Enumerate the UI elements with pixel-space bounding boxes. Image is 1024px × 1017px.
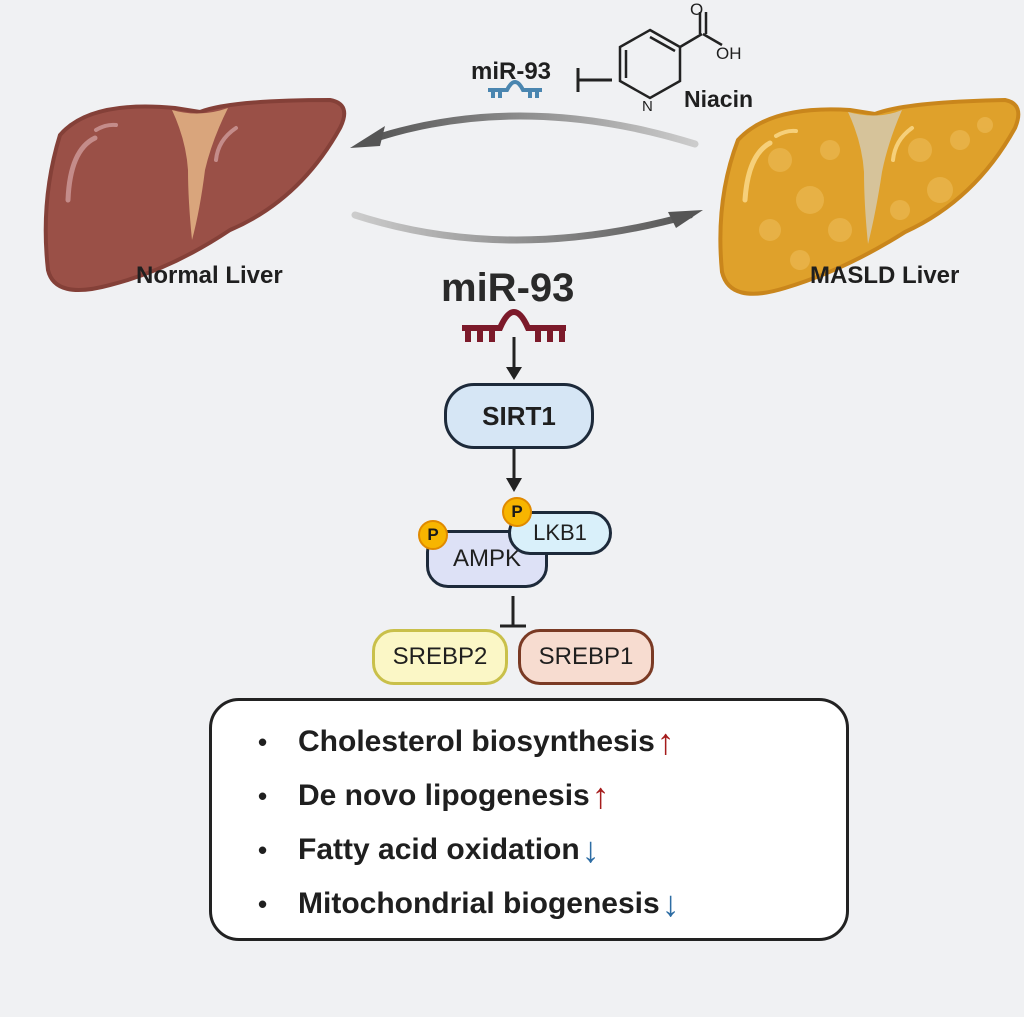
effect-item-mitochondrial: • Mitochondrial biogenesis ↓ <box>258 883 680 925</box>
mirna-label-large: miR-93 <box>441 266 575 310</box>
niacin-molecule <box>618 12 723 100</box>
effect-text: De novo lipogenesis <box>298 779 590 812</box>
up-arrow-icon: ↑ <box>656 721 675 762</box>
lkb1-label: LKB1 <box>533 520 587 545</box>
srebp2-node: SREBP2 <box>372 629 508 685</box>
inhibition-bar-niacin <box>576 68 612 92</box>
metabolic-effects-box: • Cholesterol biosynthesis ↑ • De novo l… <box>209 698 849 941</box>
down-arrow-icon: ↓ <box>581 829 600 870</box>
effect-item-cholesterol: • Cholesterol biosynthesis ↑ <box>258 721 675 763</box>
oxygen-atom: O <box>690 0 704 19</box>
bullet: • <box>258 726 268 757</box>
mirna-hairpin-icon-small <box>488 80 542 98</box>
srebp1-node: SREBP1 <box>518 629 654 685</box>
effect-item-lipogenesis: • De novo lipogenesis ↑ <box>258 775 610 817</box>
inhibition-bar-ampk-srebp <box>500 596 526 628</box>
arrow-sirt1-to-lkb1 <box>506 448 522 492</box>
effect-text: Fatty acid oxidation <box>298 833 580 866</box>
cycle-arrow-to-normal <box>350 112 699 148</box>
cycle-arrow-to-masld <box>351 210 703 244</box>
srebp1-label: SREBP1 <box>538 643 634 670</box>
normal-liver-label: Normal Liver <box>136 262 283 289</box>
bullet: • <box>258 834 268 865</box>
srebp2-label: SREBP2 <box>392 643 488 670</box>
sirt1-label: SIRT1 <box>482 400 556 431</box>
arrow-mirna-to-sirt1 <box>506 337 522 380</box>
normal-liver-illustration <box>43 97 347 292</box>
masld-liver-label: MASLD Liver <box>810 262 960 289</box>
effect-item-fatty-acid-oxidation: • Fatty acid oxidation ↓ <box>258 829 600 871</box>
niacin-label: Niacin <box>684 86 754 112</box>
mirna-label-small: miR-93 <box>471 58 552 85</box>
masld-liver-illustration <box>718 97 1021 296</box>
effect-text: Mitochondrial biogenesis <box>298 887 660 920</box>
bullet: • <box>258 888 268 919</box>
bullet: • <box>258 780 268 811</box>
phosphate-badge-lkb1: P <box>502 497 532 527</box>
sirt1-node: SIRT1 <box>444 383 594 449</box>
phosphate-badge-ampk: P <box>418 520 448 550</box>
down-arrow-icon: ↓ <box>661 883 680 924</box>
effect-text: Cholesterol biosynthesis <box>298 725 655 758</box>
nitrogen-atom: N <box>642 98 653 115</box>
ampk-label: AMPK <box>452 545 521 572</box>
mirna-hairpin-icon-large <box>462 309 566 342</box>
up-arrow-icon: ↑ <box>591 775 610 816</box>
hydroxyl-group: OH <box>716 44 742 63</box>
